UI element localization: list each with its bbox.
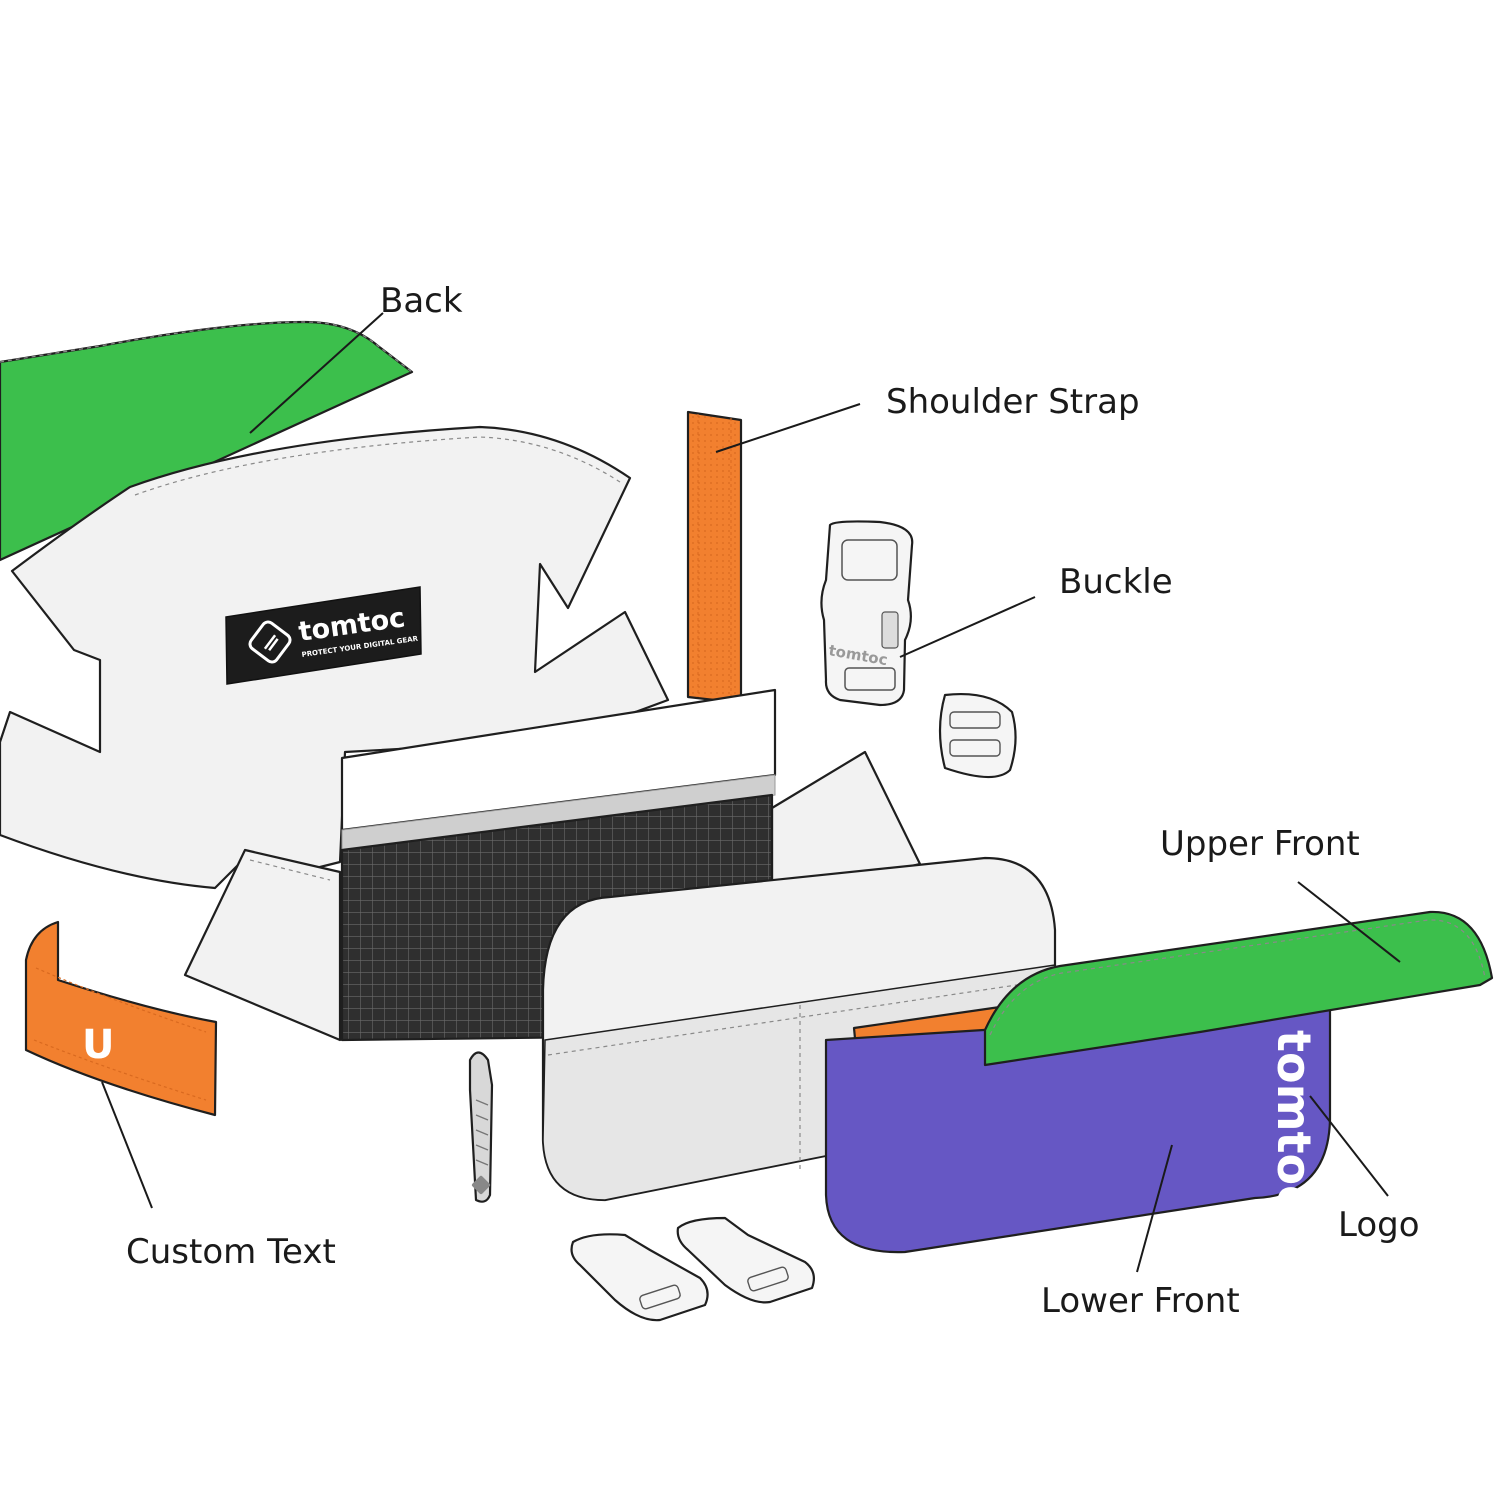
male-buckle-right [676,1216,815,1304]
shoulder-strap [686,410,743,705]
leader-lines [101,312,1401,1273]
label-back: Back [380,281,463,321]
shoulder-strap-shape [686,410,743,705]
male-buckle-left [570,1233,709,1322]
leader-upper-front [1297,881,1401,963]
label-lower-front: Lower Front [1041,1281,1240,1321]
upper-front-shape [983,910,1494,1067]
custom-text-tag: U [24,920,218,1117]
leader-lower-front [1136,1144,1173,1273]
label-buckle: Buckle [1059,562,1173,602]
leader-logo [1309,1095,1389,1197]
tomtoc-badge: tomtoc PROTECT YOUR DIGITAL GEAR [225,586,422,685]
strap-slider [938,693,1017,779]
upper-front-panel [983,910,1494,1067]
lower-front-logo-text: tomtoc [1267,1030,1321,1212]
tomtoc-logo-icon [248,620,292,664]
male-buckle-right-shape [676,1216,815,1304]
label-shoulder-strap: Shoulder Strap [886,382,1140,422]
custom-initial-text: U [82,1022,114,1068]
male-buckle-left-shape [570,1233,709,1322]
zipper-puller [468,1051,494,1203]
part-labels: Back Shoulder Strap Buckle Upper Front C… [126,281,1420,1321]
back-panel-shape [0,320,414,562]
left-gusset-panel [183,848,342,1042]
lower-front-panel: tomtoc [824,1006,1332,1254]
back-panel [0,320,414,562]
lower-front-shape [824,1006,1332,1254]
leader-back [249,312,384,434]
label-upper-front: Upper Front [1160,824,1360,864]
buckle-female-shape [820,520,914,707]
leader-shoulder-strap [715,403,861,453]
label-logo: Logo [1338,1205,1420,1245]
custom-text-tag-shape [24,920,218,1117]
left-gusset-shape [183,848,342,1042]
mesh-zip-strip [341,774,776,851]
leader-custom-text [101,1081,153,1209]
buckle-female: tomtoc [820,520,914,707]
strap-slider-shape [938,693,1017,779]
label-custom-text: Custom Text [126,1232,336,1272]
leader-buckle [899,596,1036,658]
